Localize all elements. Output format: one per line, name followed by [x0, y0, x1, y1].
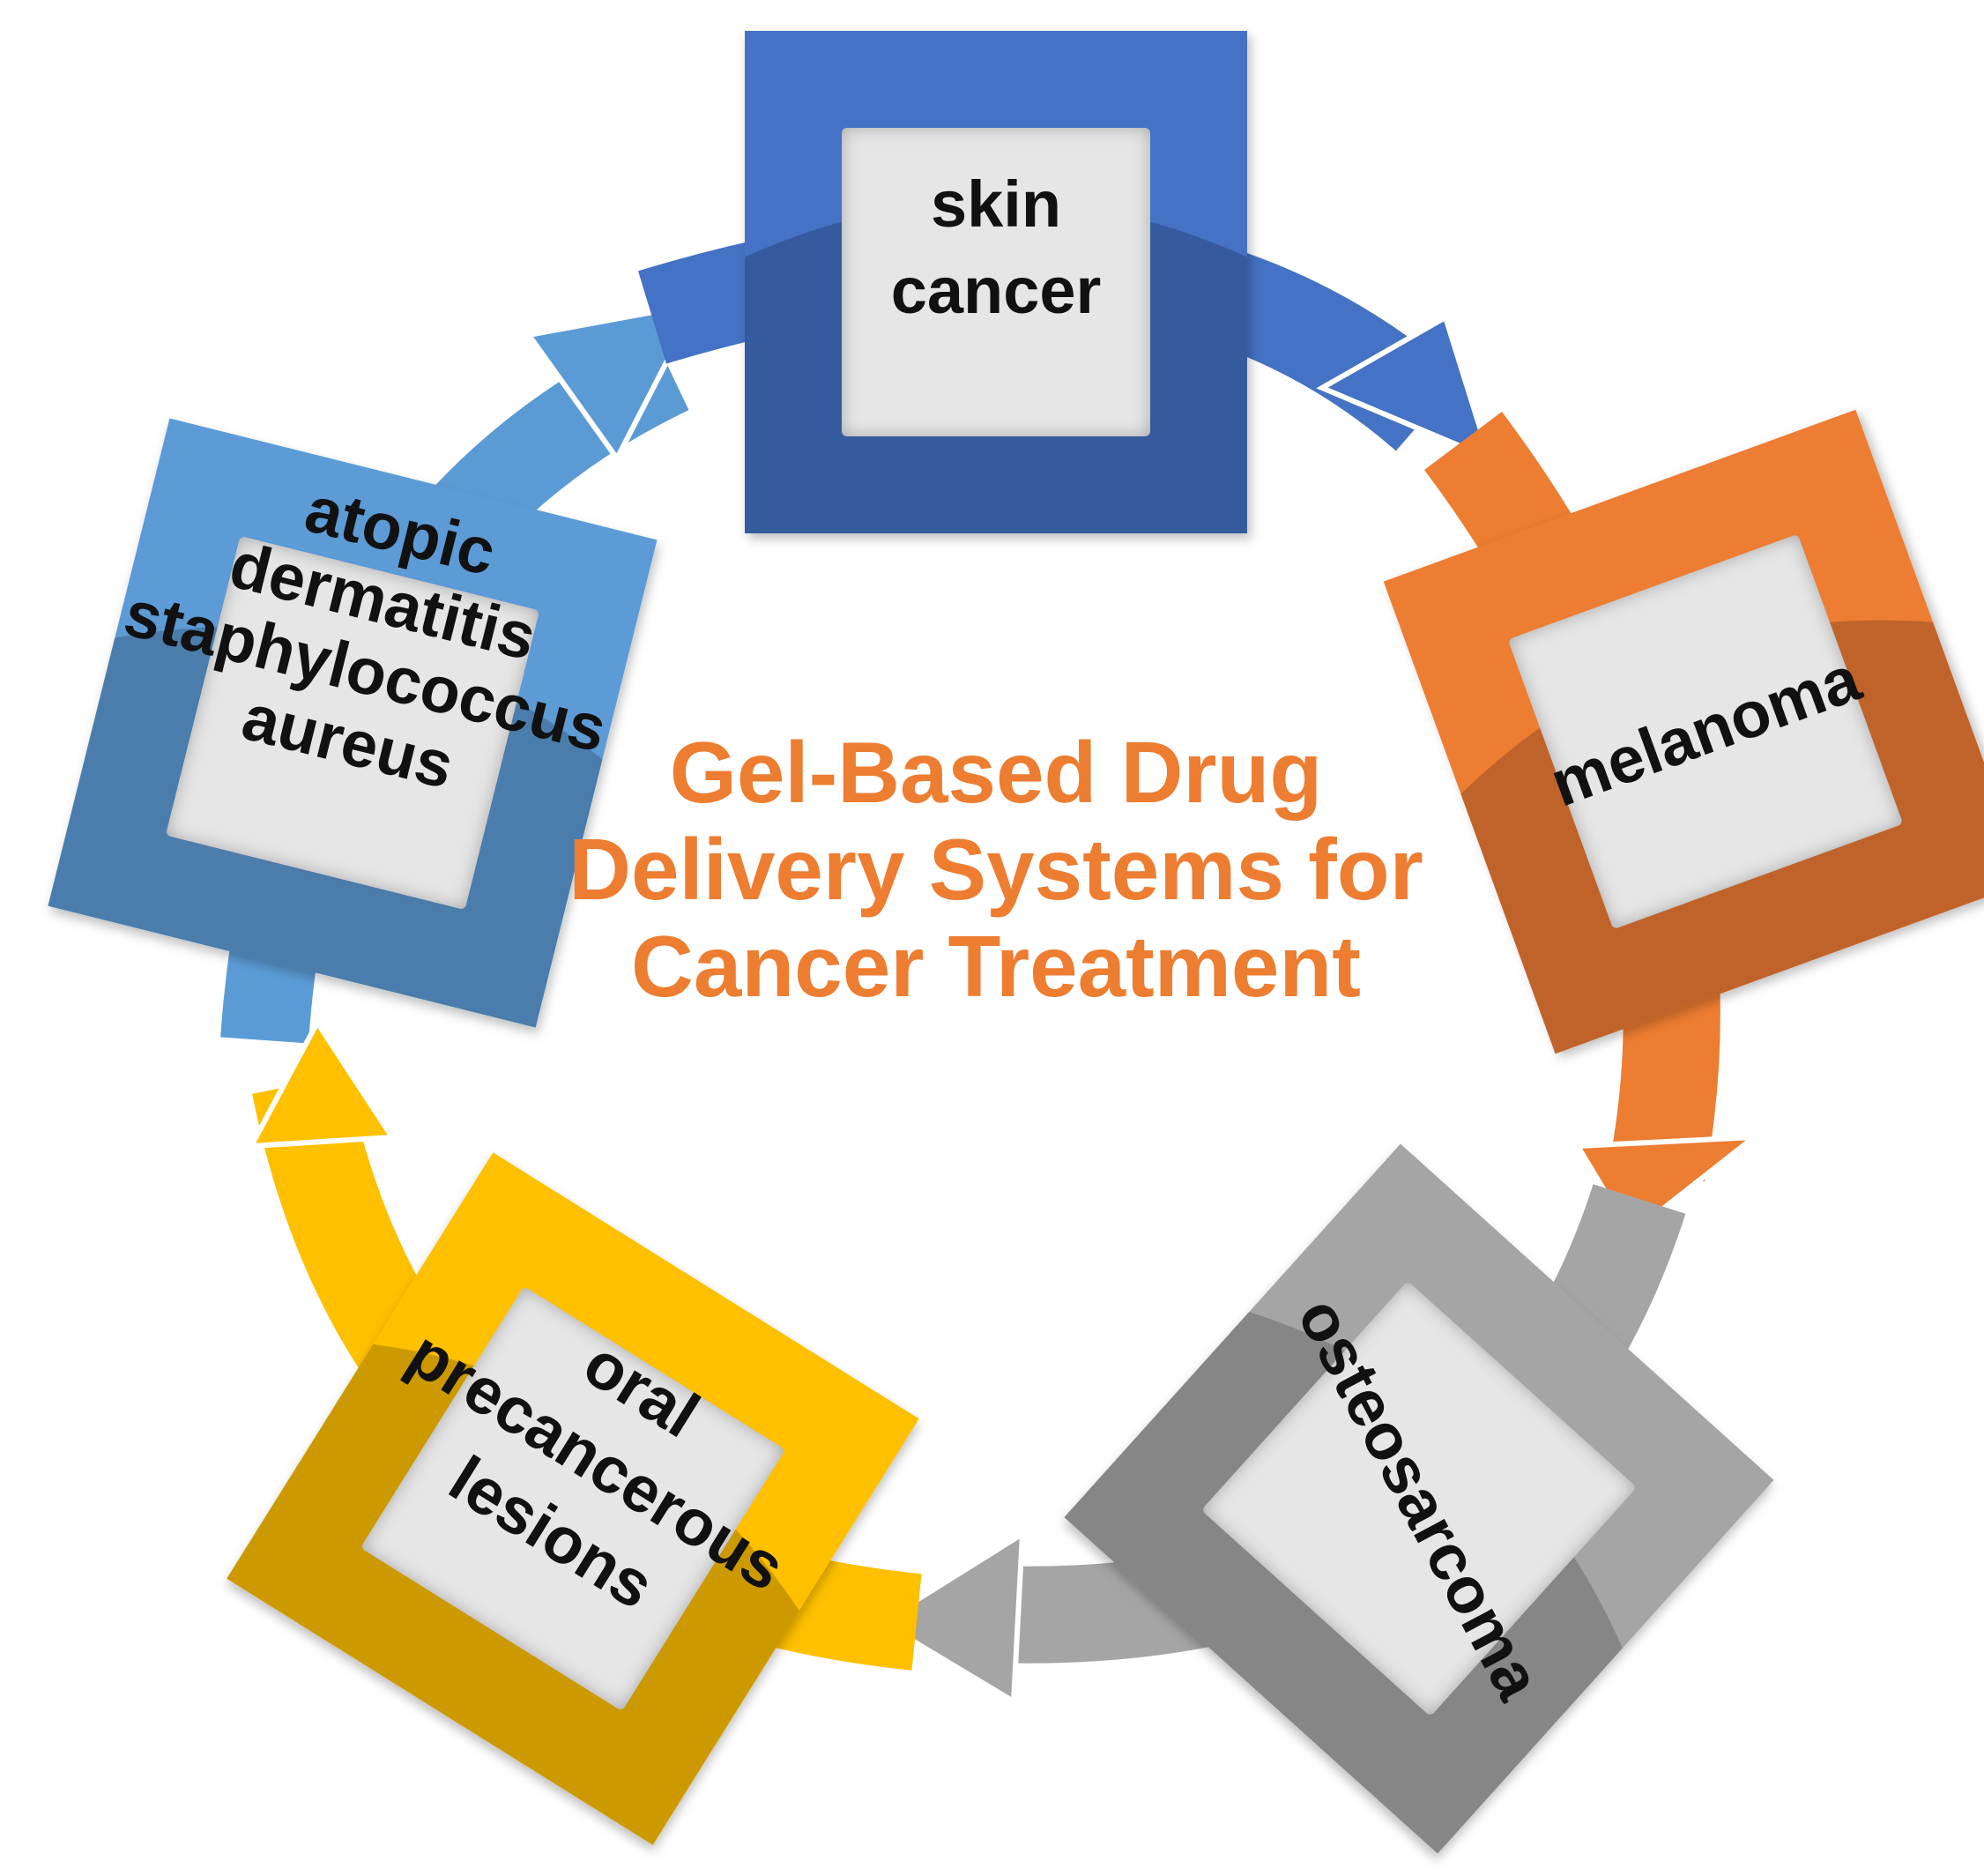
center-title: Gel-Based Drug Delivery Systems for Canc… — [568, 724, 1423, 1015]
node-skin-cancer: skin cancer — [745, 31, 1247, 533]
node-label-line: cancer — [891, 254, 1102, 327]
frame-inner-box — [842, 128, 1150, 436]
node-osteosarcoma: osteosarcoma — [1064, 1143, 1774, 1854]
title-line-2: Delivery Systems for — [568, 821, 1423, 918]
title-line-3: Cancer Treatment — [631, 918, 1361, 1015]
frame-inner-box — [1203, 1283, 1635, 1715]
node-label-line: skin — [931, 168, 1061, 241]
frame-inner-box — [362, 1288, 784, 1709]
node-melanoma: melanoma — [1383, 409, 1984, 1054]
frame-inner-box — [167, 537, 539, 909]
title-line-1: Gel-Based Drug — [670, 724, 1323, 821]
frame-inner-box — [1509, 535, 1902, 928]
